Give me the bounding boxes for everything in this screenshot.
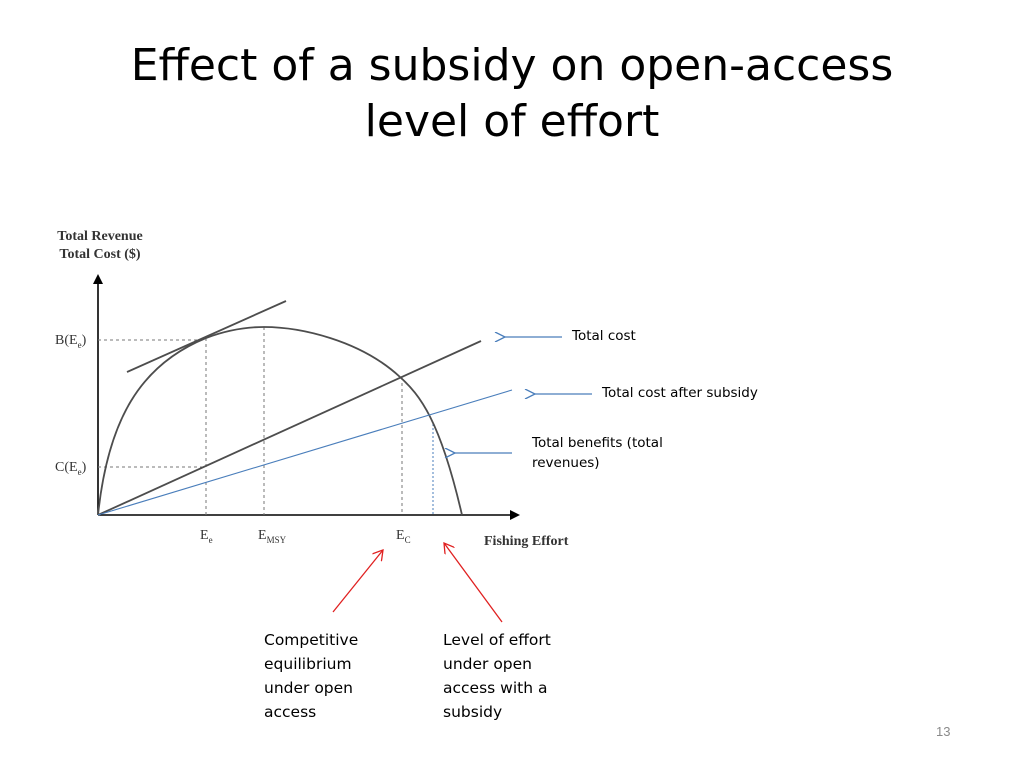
arrow-competitive-equilibrium (332, 550, 383, 613)
label-subsidy-effort-line-3: access with a (443, 679, 548, 697)
label-competitive-line-1: Competitive (264, 631, 359, 649)
y-tick-c-close: ) (81, 460, 87, 475)
label-total-cost-after-subsidy: Total cost after subsidy (602, 385, 758, 401)
x-tick-ec-text: E (396, 528, 405, 543)
label-subsidy-effort-line-4: subsidy (443, 703, 503, 721)
total-cost-line (97, 340, 482, 516)
x-tick-ee-text: E (200, 528, 209, 543)
y-tick-b-sub: e (77, 339, 82, 350)
label-total-benefits-line-1: Total benefits (total (532, 435, 663, 451)
arrow-subsidy-effort (444, 543, 503, 623)
label-subsidy-effort: Level of effort under open access with a… (443, 628, 551, 724)
slide-title: Effect of a subsidy on open-access level… (0, 38, 1024, 150)
label-total-benefits: Total benefits (total revenues) (532, 433, 663, 473)
y-axis-label: Total Revenue Total Cost ($) (49, 228, 151, 264)
total-cost-after-subsidy-line (97, 389, 513, 516)
label-competitive-line-4: access (264, 703, 317, 721)
label-total-cost: Total cost (572, 328, 636, 344)
label-subsidy-effort-line-1: Level of effort (443, 631, 551, 649)
y-tick-b-text: B(E (55, 333, 78, 348)
x-tick-ec: EC (396, 526, 411, 550)
title-line-2: level of effort (364, 96, 660, 147)
x-tick-emsy: EMSY (258, 526, 286, 550)
x-tick-ee: Ee (200, 526, 213, 550)
x-tick-ec-sub: C (404, 534, 411, 545)
x-tick-emsy-text: E (258, 528, 267, 543)
y-tick-c-text: C(E (55, 460, 78, 475)
title-line-1: Effect of a subsidy on open-access (130, 40, 894, 91)
y-tick-c-sub: e (77, 466, 82, 477)
label-competitive-equilibrium: Competitive equilibrium under open acces… (264, 628, 358, 724)
y-tick-b-ee: B(Ee) (55, 331, 86, 355)
y-tick-c-ee: C(Ee) (55, 458, 86, 482)
label-competitive-line-3: under open (264, 679, 354, 697)
x-axis-label: Fishing Effort (484, 534, 569, 549)
label-subsidy-effort-line-2: under open (443, 655, 533, 673)
label-competitive-line-2: equilibrium (264, 655, 352, 673)
total-benefits-curve (97, 326, 463, 516)
y-tick-b-close: ) (81, 333, 87, 348)
tangent-line (126, 300, 287, 373)
x-tick-ee-sub: e (208, 534, 213, 545)
x-tick-emsy-sub: MSY (266, 534, 287, 545)
page-number: 13 (936, 724, 951, 739)
y-axis-label-line-1: Total Revenue (57, 229, 143, 244)
y-axis-label-line-2: Total Cost ($) (59, 247, 141, 262)
label-total-benefits-line-2: revenues) (532, 455, 600, 471)
